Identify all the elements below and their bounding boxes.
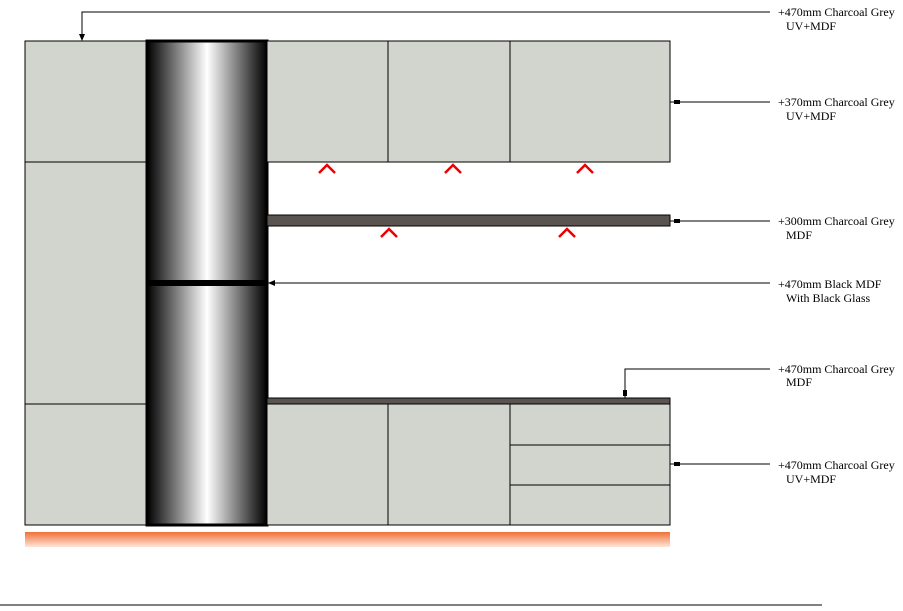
drawer [509,403,671,446]
annotation-label: MDF [786,228,812,242]
base-cabinets [266,403,671,526]
floating-shelf [266,214,671,227]
light-marker-icon [558,227,576,238]
tall-cabinet-top-door [24,40,148,163]
annotation-label: UV+MDF [786,472,836,486]
base-cabinet-door [387,403,511,526]
upper-cabinets [266,40,671,163]
annotation-label: +470mm Charcoal Grey [778,458,895,472]
annotation-label: UV+MDF [786,109,836,123]
light-marker-icon [318,163,336,174]
black-glass-column [145,39,269,527]
downlight-markers [318,163,594,238]
base-cabinet-door [266,403,389,526]
annotation-label: +470mm Charcoal Grey [778,362,895,376]
tall-cabinet-middle-door [24,161,148,405]
annotation-label: MDF [786,375,812,389]
annotation-label: With Black Glass [786,291,871,305]
light-marker-icon [444,163,462,174]
drawer [509,484,671,526]
floor-plinth-strip [25,532,670,547]
tall-cabinet-bottom-door [24,403,148,526]
annotation-label: +370mm Charcoal Grey [778,95,895,109]
countertop [266,397,671,405]
drawer [509,444,671,486]
upper-cabinet-door [387,40,511,163]
leader-lines [79,11,770,466]
upper-cabinet-door [509,40,671,163]
light-marker-icon [576,163,594,174]
annotation-labels: +470mm Charcoal Grey UV+MDF +370mm Charc… [778,5,895,486]
column-divider [147,280,267,286]
annotation-label: UV+MDF [786,19,836,33]
annotation-label: +300mm Charcoal Grey [778,214,895,228]
annotation-label: +470mm Charcoal Grey [778,5,895,19]
annotation-label: +470mm Black MDF [778,277,882,291]
upper-cabinet-door [266,40,389,163]
light-marker-icon [380,227,398,238]
tall-cabinet [24,40,148,526]
